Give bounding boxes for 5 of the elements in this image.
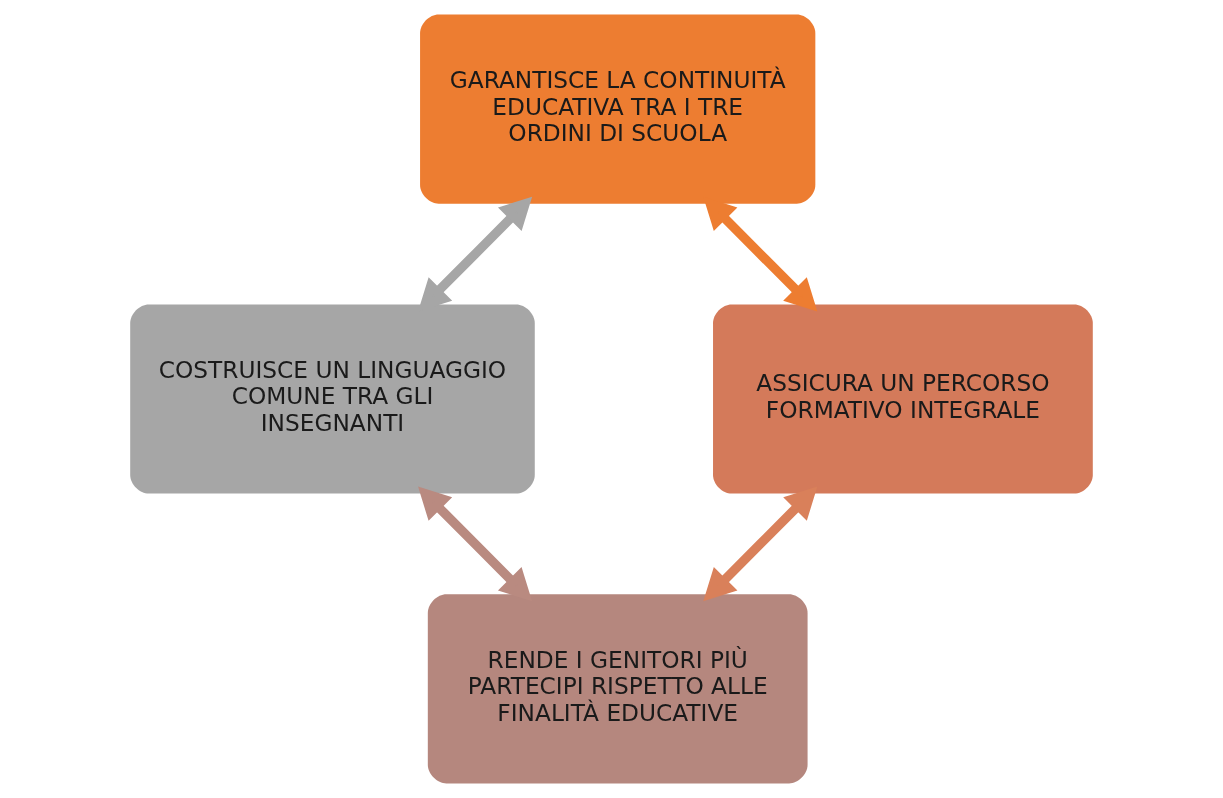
node-box: ASSICURA UN PERCORSO FORMATIVO INTEGRALE [713, 304, 1093, 494]
node-box: COSTRUISCE UN LINGUAGGIO COMUNE TRA GLI INSEGNANTI [130, 304, 535, 494]
arrow [703, 486, 818, 602]
node-box: RENDE I GENITORI PIÙ PARTECIPI RISPETTO ALLE FINALITÀ EDUCATIVE [427, 594, 808, 784]
node-box: GARANTISCE LA CONTINUITÀ EDUCATIVA TRA I TRE ORDINI DI SCUOLA [420, 14, 816, 204]
